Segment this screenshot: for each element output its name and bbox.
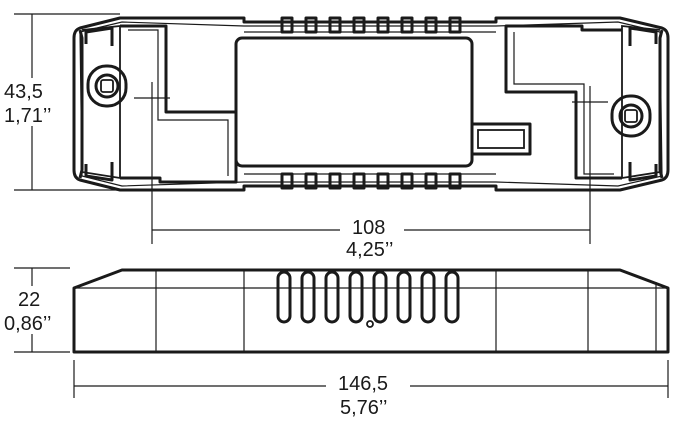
total-length-inch-label: 5,76’’: [340, 397, 387, 419]
terminal-block[interactable]: [470, 122, 532, 156]
height-inch-label: 1,71’’: [4, 105, 51, 127]
right-cutout[interactable]: [504, 24, 622, 180]
left-hole-centerline: [134, 82, 170, 244]
side-height-inch-label: 0,86’’: [4, 313, 51, 335]
top-view-outline: [72, 16, 670, 192]
right-mount-hole: [610, 94, 652, 138]
left-mounting-ear: [78, 25, 128, 182]
mount-distance-inch-label: 4,25’’: [346, 239, 393, 261]
side-height-mm-label: 22: [18, 289, 40, 311]
bottom-vent-row: [244, 172, 496, 190]
label-area: [234, 36, 474, 168]
top-vent-row: [244, 16, 496, 34]
side-vent-slots: [276, 270, 460, 328]
side-view: [72, 268, 670, 354]
mount-distance-dimension: 108 4,25’’: [152, 212, 590, 261]
mount-distance-mm-label: 108: [352, 217, 385, 239]
total-length-mm-label: 146,5: [338, 373, 388, 395]
side-view-outline: [72, 268, 670, 354]
height-dimension-side: 22 0,86’’: [2, 267, 70, 353]
total-length-dimension: 146,5 5,76’’: [73, 360, 669, 420]
right-mounting-ear: [610, 25, 664, 182]
left-cutout[interactable]: [120, 24, 238, 184]
right-hole-centerline: [572, 86, 608, 244]
left-mount-hole: [86, 64, 128, 108]
top-view: [72, 16, 670, 244]
height-dimension-top: 43,5 1,71’’: [2, 13, 130, 191]
height-mm-label: 43,5: [4, 81, 43, 103]
